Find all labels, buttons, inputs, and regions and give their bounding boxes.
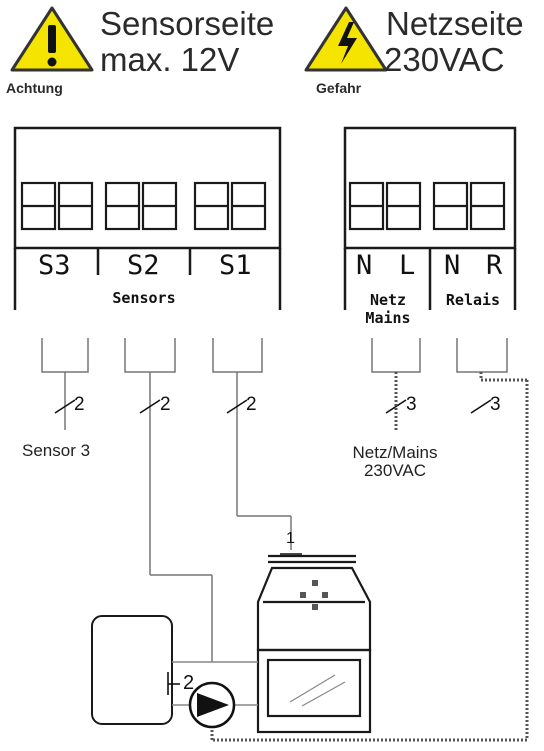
- pump-icon: [188, 681, 236, 729]
- mains-group-label: Mains: [365, 309, 411, 327]
- netz-mains-label: Netz/Mains: [352, 443, 438, 462]
- terminal-label-n2: N: [444, 250, 461, 281]
- netz-mains-voltage-label: 230VAC: [363, 461, 427, 480]
- sensor3-label: Sensor 3: [22, 441, 91, 460]
- wire-count-sensor1: 2: [246, 394, 257, 415]
- relais-group-label: Relais: [445, 291, 501, 309]
- wire-count-relais: 3: [490, 394, 501, 415]
- sensors-group-label: Sensors: [112, 289, 176, 307]
- wire-count-boiler: 1: [286, 530, 295, 547]
- caution-icon: [10, 6, 94, 72]
- sensor-side-title: Sensorseite: [100, 5, 275, 42]
- danger-caption: Gefahr: [316, 80, 362, 96]
- caution-caption: Achtung: [6, 80, 63, 96]
- sensor-side-voltage: max. 12V: [100, 41, 240, 78]
- wire-count-sensor2: 2: [160, 394, 171, 415]
- terminal-label-l: L: [399, 250, 416, 281]
- wire-count-mains: 3: [406, 394, 417, 415]
- terminal-label-s2: S2: [127, 250, 160, 281]
- wire-count-sensor3: 2: [74, 394, 85, 415]
- mains-side-voltage: 230VAC: [384, 41, 505, 78]
- netz-group-label: Netz: [369, 291, 407, 309]
- mains-side-title: Netzseite: [386, 5, 524, 42]
- wire-count-tank: 2: [183, 672, 195, 694]
- high-voltage-icon: [304, 6, 388, 72]
- terminal-label-r: R: [486, 250, 503, 281]
- terminal-label-n1: N: [356, 250, 373, 281]
- terminal-label-s3: S3: [38, 250, 71, 281]
- terminal-label-s1: S1: [219, 250, 252, 281]
